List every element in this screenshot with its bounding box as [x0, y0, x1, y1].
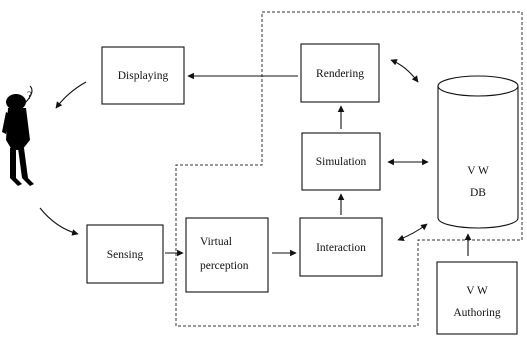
arrow-user-to-sensing	[39, 207, 79, 236]
rendering-box	[300, 43, 380, 103]
interaction-box	[299, 217, 383, 277]
interaction-label: Interaction	[316, 242, 366, 254]
vw-authoring-label-1: V W	[466, 285, 488, 297]
arrow-displaying-to-user	[55, 81, 87, 109]
vw-db-cylinder	[437, 75, 519, 229]
simulation-box	[301, 132, 381, 191]
rendering-label: Rendering	[316, 68, 364, 80]
arrow-rendering-db	[390, 59, 419, 83]
virtual-perception-box	[185, 217, 269, 293]
displaying-label: Displaying	[118, 70, 169, 82]
vw-authoring-label-2: Authoring	[453, 307, 501, 319]
simulation-label: Simulation	[316, 156, 367, 168]
virtual-perception-label-1: Virtual	[200, 236, 232, 248]
system-boundary-dashed	[175, 11, 523, 327]
sensing-label: Sensing	[107, 249, 144, 261]
question-mark: ?	[27, 90, 32, 102]
vw-db-label-1: V W	[467, 165, 489, 177]
arrow-interaction-db	[397, 223, 428, 242]
sensing-box	[86, 224, 164, 284]
vw-db-label-2: DB	[470, 187, 486, 199]
user-figure: ?	[2, 85, 34, 186]
displaying-box	[101, 46, 185, 105]
vw-authoring-box	[436, 261, 518, 335]
virtual-perception-label-2: perception	[200, 260, 249, 272]
